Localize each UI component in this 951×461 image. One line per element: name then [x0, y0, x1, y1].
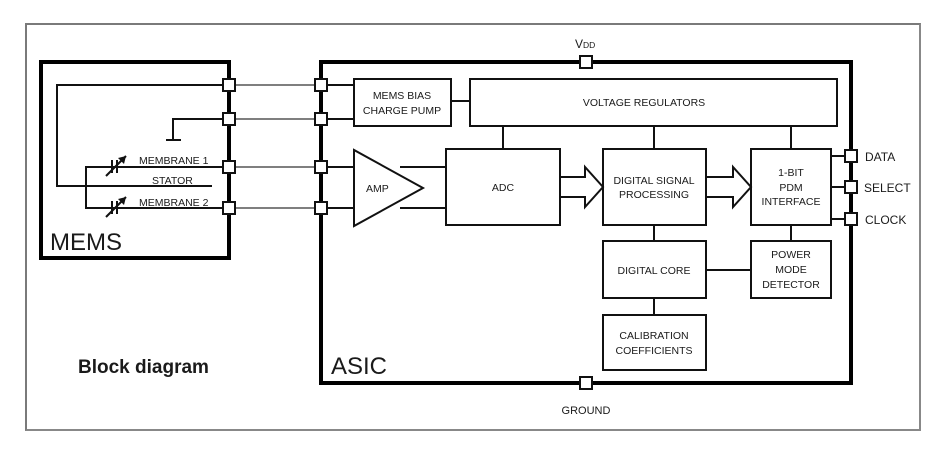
- pdm-label-3: INTERFACE: [762, 196, 821, 208]
- variable-capacitor-1-icon: [105, 155, 127, 177]
- membrane-wire: [85, 166, 222, 209]
- mems-chip: MEMS MEMBRANE 1 STATOR MEMBRANE 2: [39, 60, 231, 260]
- power-mode-label-2: MODE: [775, 264, 807, 276]
- mems-pin: [222, 160, 236, 174]
- amp-label: AMP: [366, 183, 389, 195]
- ground-pin: [579, 376, 593, 390]
- dsp-label-1: DIGITAL SIGNAL: [613, 175, 694, 187]
- digital-core-block: DIGITAL CORE: [602, 240, 707, 299]
- stator-wire: [56, 84, 222, 187]
- charge-pump-label-1: MEMS BIAS: [373, 90, 431, 102]
- power-mode-detector-block: POWER MODE DETECTOR: [750, 240, 832, 299]
- dsp-label-2: PROCESSING: [619, 189, 689, 201]
- clock-pin: [844, 212, 858, 226]
- asic-pin: [314, 201, 328, 215]
- pins: [222, 55, 858, 390]
- variable-capacitor-2-icon: [105, 196, 127, 218]
- asic-pin: [314, 112, 328, 126]
- vdd-pin: [579, 55, 593, 69]
- asic-chip: ASIC MEMS BIAS CHARGE PUMP VOLTAGE REGUL…: [319, 60, 853, 385]
- clock-pin-label: CLOCK: [865, 213, 906, 227]
- data-pin-label: DATA: [865, 150, 895, 164]
- adc-label: ADC: [492, 182, 515, 194]
- charge-pump-block: MEMS BIAS CHARGE PUMP: [353, 78, 452, 127]
- amp-block: AMP: [353, 148, 426, 228]
- vdd-label: VDD: [575, 37, 595, 51]
- adc-to-dsp-arrow-icon: [559, 164, 605, 210]
- ground-wire: [172, 118, 222, 140]
- interconnect-wires: [236, 84, 314, 209]
- dsp-block: DIGITAL SIGNAL PROCESSING: [602, 148, 707, 226]
- mems-label: MEMS: [50, 229, 122, 256]
- digital-core-label: DIGITAL CORE: [618, 265, 691, 277]
- membrane-2-label: MEMBRANE 2: [139, 197, 209, 209]
- asic-pin: [314, 78, 328, 92]
- power-mode-label-3: DETECTOR: [762, 279, 820, 291]
- charge-pump-label-2: CHARGE PUMP: [363, 105, 441, 117]
- calibration-label-2: COEFFICIENTS: [615, 345, 692, 357]
- data-pin: [844, 149, 858, 163]
- calibration-label-1: CALIBRATION: [619, 330, 688, 342]
- asic-pin: [314, 160, 328, 174]
- select-pin: [844, 180, 858, 194]
- adc-block: ADC: [445, 148, 561, 226]
- mems-pin: [222, 78, 236, 92]
- ground-label: GROUND: [562, 405, 611, 417]
- mems-pin: [222, 112, 236, 126]
- select-pin-label: SELECT: [864, 181, 911, 195]
- diagram-title: Block diagram: [78, 357, 209, 378]
- amplifier-icon: [353, 148, 426, 228]
- diagram-frame: [25, 23, 921, 431]
- asic-label: ASIC: [331, 353, 387, 380]
- voltage-regulators-label: VOLTAGE REGULATORS: [583, 97, 705, 109]
- membrane-1-label: MEMBRANE 1: [139, 155, 209, 167]
- power-mode-label-1: POWER: [771, 249, 811, 261]
- mems-pin: [222, 201, 236, 215]
- pdm-label-2: PDM: [779, 182, 802, 194]
- voltage-regulators-block: VOLTAGE REGULATORS: [469, 78, 838, 127]
- pdm-label-1: 1-BIT: [778, 167, 804, 179]
- stator-label: STATOR: [152, 175, 193, 187]
- calibration-block: CALIBRATION COEFFICIENTS: [602, 314, 707, 371]
- dsp-to-pdm-arrow-icon: [705, 164, 753, 210]
- pdm-interface-block: 1-BIT PDM INTERFACE: [750, 148, 832, 226]
